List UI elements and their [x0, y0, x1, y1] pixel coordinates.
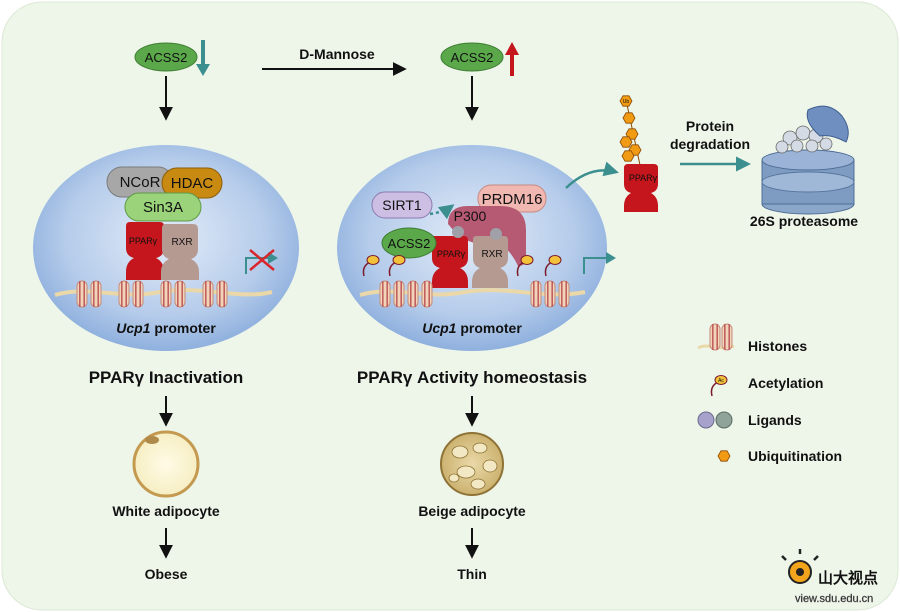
- up-arrow-red-icon: [505, 42, 519, 76]
- degradation-label-line2: degradation: [670, 136, 750, 152]
- treatment-label: D-Mannose: [299, 46, 375, 62]
- acss2-bound-node: [381, 227, 437, 259]
- legend-ligands-icon: [697, 411, 733, 429]
- rxr-protein-middle: [472, 236, 508, 288]
- beige-adipocyte-icon: [440, 432, 504, 496]
- rxr-label-left: RXR: [171, 237, 192, 248]
- middle-pathway: ACSS2 SIRT1 PRDM16 P300 PPARγ RXR ACSS2: [337, 42, 616, 582]
- transcription-blocked-icon: [245, 249, 278, 274]
- outcome-label-left: Obese: [145, 566, 188, 582]
- ncor-label: NCoR: [120, 174, 161, 191]
- acss2-label-middle: ACSS2: [451, 50, 494, 65]
- white-adipocyte-icon: [132, 430, 200, 498]
- promoter-label-middle: Ucp1 promoter: [422, 320, 522, 336]
- ligand-ppar: [452, 226, 464, 238]
- acss2-node-left: [134, 42, 198, 72]
- legend-ligands-label: Ligands: [748, 412, 802, 428]
- sin3a-label: Sin3A: [143, 199, 183, 216]
- transcription-active-icon: [583, 252, 616, 274]
- ppar-ubiquitinated: [624, 164, 658, 212]
- watermark-url: view.sdu.edu.cn: [795, 593, 873, 605]
- ppar-protein-middle: [432, 236, 468, 288]
- proteasome-label: 26S proteasome: [750, 213, 858, 229]
- ppar-label-right: PPARγ: [629, 173, 658, 183]
- rxr-label-middle: RXR: [481, 249, 502, 260]
- legend-ubiquitination-icon: [717, 450, 731, 462]
- down-arrow-teal-icon: [196, 40, 210, 76]
- hdac-label: HDAC: [171, 175, 214, 192]
- watermark: 山大视点 view.sdu.edu.cn: [781, 549, 878, 605]
- acss2-bound-label: ACSS2: [388, 236, 431, 251]
- dna-histones-middle: [359, 280, 586, 308]
- rxr-protein-left: [161, 224, 199, 280]
- p300-label: P300: [454, 208, 487, 224]
- promoter-label-left: Ucp1 promoter: [116, 320, 216, 336]
- cell-label-left: White adipocyte: [112, 503, 220, 519]
- legend-histones-label: Histones: [748, 338, 807, 354]
- legend: Histones Ac Acetylation Ligands Ubiquiti…: [697, 323, 842, 464]
- dna-histones-left: [54, 280, 273, 308]
- ppar-label-middle: PPARγ: [437, 249, 466, 259]
- acss2-node-middle: [440, 42, 504, 72]
- legend-histones-icon: [697, 323, 735, 351]
- legend-ubiquitination-label: Ubiquitination: [748, 448, 842, 464]
- degradation-label-line1: Protein: [686, 118, 734, 134]
- acss2-label-left: ACSS2: [145, 50, 188, 65]
- watermark-logo-icon: [781, 549, 819, 584]
- state-label-left: PPARγ Inactivation: [89, 368, 244, 387]
- ligand-rxr: [490, 228, 502, 240]
- cell-label-middle: Beige adipocyte: [418, 503, 526, 519]
- acetyl-tag-label: Ac: [718, 378, 724, 384]
- sirt1-label: SIRT1: [382, 197, 422, 213]
- prdm16-label: PRDM16: [482, 191, 543, 208]
- left-pathway: ACSS2 NCoR HDAC Sin3A PPARγ RXR: [33, 40, 299, 582]
- ppar-protein-left: [126, 222, 164, 280]
- state-label-middle: PPARγ Activity homeostasis: [357, 368, 587, 387]
- ub-chain: [619, 95, 642, 166]
- ppar-label-left: PPARγ: [129, 236, 158, 246]
- degradation-pathway: Ub PPARγ Protein degradation 26S proteas…: [565, 95, 858, 229]
- legend-acetylation-label: Acetylation: [748, 375, 823, 391]
- sirt1-dotted-arrow: [429, 204, 455, 220]
- outcome-label-middle: Thin: [457, 566, 487, 582]
- ub-tag-label: Ub: [623, 99, 630, 105]
- watermark-brand: 山大视点: [818, 569, 878, 587]
- sin3a-node: [124, 192, 202, 222]
- sirt1-node: [371, 191, 433, 219]
- arrow-to-ubiquitinated-ppar: [565, 161, 619, 189]
- proteasome-icon: [761, 105, 855, 215]
- treatment-arrow: D-Mannose: [262, 46, 407, 76]
